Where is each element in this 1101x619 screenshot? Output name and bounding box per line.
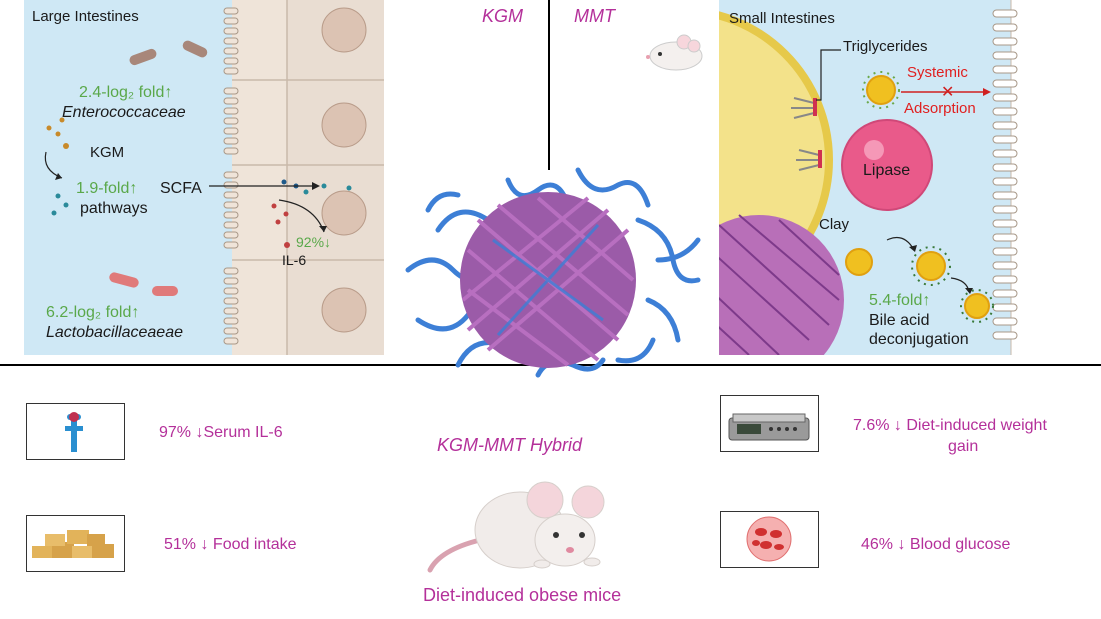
scfa-pathways-label: pathways [80, 200, 148, 217]
kgm-mmt-hybrid-illustration [405, 167, 701, 378]
large-intestine-title: Large Intestines [32, 8, 139, 25]
il6-icon-box [26, 403, 125, 460]
weight-outcome-line2: gain [948, 438, 979, 455]
deconjugation-label: deconjugation [869, 331, 969, 348]
enterococcaceae-fold: 2.4-log₂ fold↑ [79, 84, 173, 101]
food-icon-box [26, 515, 125, 572]
lipase-label: Lipase [863, 162, 911, 179]
clay-label: Clay [819, 216, 850, 233]
enterococcaceae-name: Enterococcaceae [62, 104, 186, 121]
weighing-scale-icon [728, 413, 810, 441]
small-intestine-panel: ✕ Small Intestines Triglycerides Systemi… [719, 0, 1093, 355]
lactobacillaceae-fold: 6.2-log₂ fold↑ [46, 304, 140, 321]
il6-label: IL-6 [282, 252, 307, 268]
food-outcome: 51% ↓ Food intake [164, 536, 297, 553]
mice-label: Diet-induced obese mice [423, 585, 622, 605]
svg-text:✕: ✕ [941, 82, 954, 101]
triglycerides-label: Triglycerides [843, 38, 928, 55]
systemic-label: Systemic [907, 64, 968, 81]
il6-change: 92%↓ [296, 234, 332, 250]
food-pellets-icon [32, 530, 114, 558]
scfa-fold: 1.9-fold↑ [76, 180, 138, 197]
kgm-small-label: KGM [90, 144, 125, 161]
small-intestine-title: Small Intestines [729, 10, 835, 27]
lactobacillaceae-name: Lactobacillaceaeae [46, 324, 183, 341]
kgm-header: KGM [482, 6, 524, 26]
scfa-label: SCFA [160, 180, 202, 197]
il6-outcome: 97% ↓Serum IL-6 [159, 424, 283, 441]
large-intestine-panel: Large Intestines 2.4-log₂ fold↑ Enteroco… [24, 0, 384, 355]
blood-cells-icon [746, 516, 792, 562]
small-intestine-illustration: ✕ [719, 0, 1093, 355]
weight-outcome-line1: 7.6% ↓ Diet-induced weight [853, 417, 1047, 434]
mouse-head-icon [646, 34, 703, 71]
receptor-icon [65, 412, 83, 452]
large-intestine-illustration [44, 0, 384, 355]
mmt-header: MMT [574, 6, 615, 26]
obese-mouse-illustration [427, 481, 605, 573]
adsorption-label: Adsorption [904, 100, 976, 117]
scale-icon-box [720, 395, 819, 452]
glucose-icon-box [720, 511, 819, 568]
bile-acid-label: Bile acid [869, 312, 930, 329]
hybrid-label: KGM-MMT Hybrid [437, 435, 582, 455]
glucose-outcome: 46% ↓ Blood glucose [861, 536, 1011, 553]
bile-fold: 5.4-fold↑ [869, 292, 931, 309]
